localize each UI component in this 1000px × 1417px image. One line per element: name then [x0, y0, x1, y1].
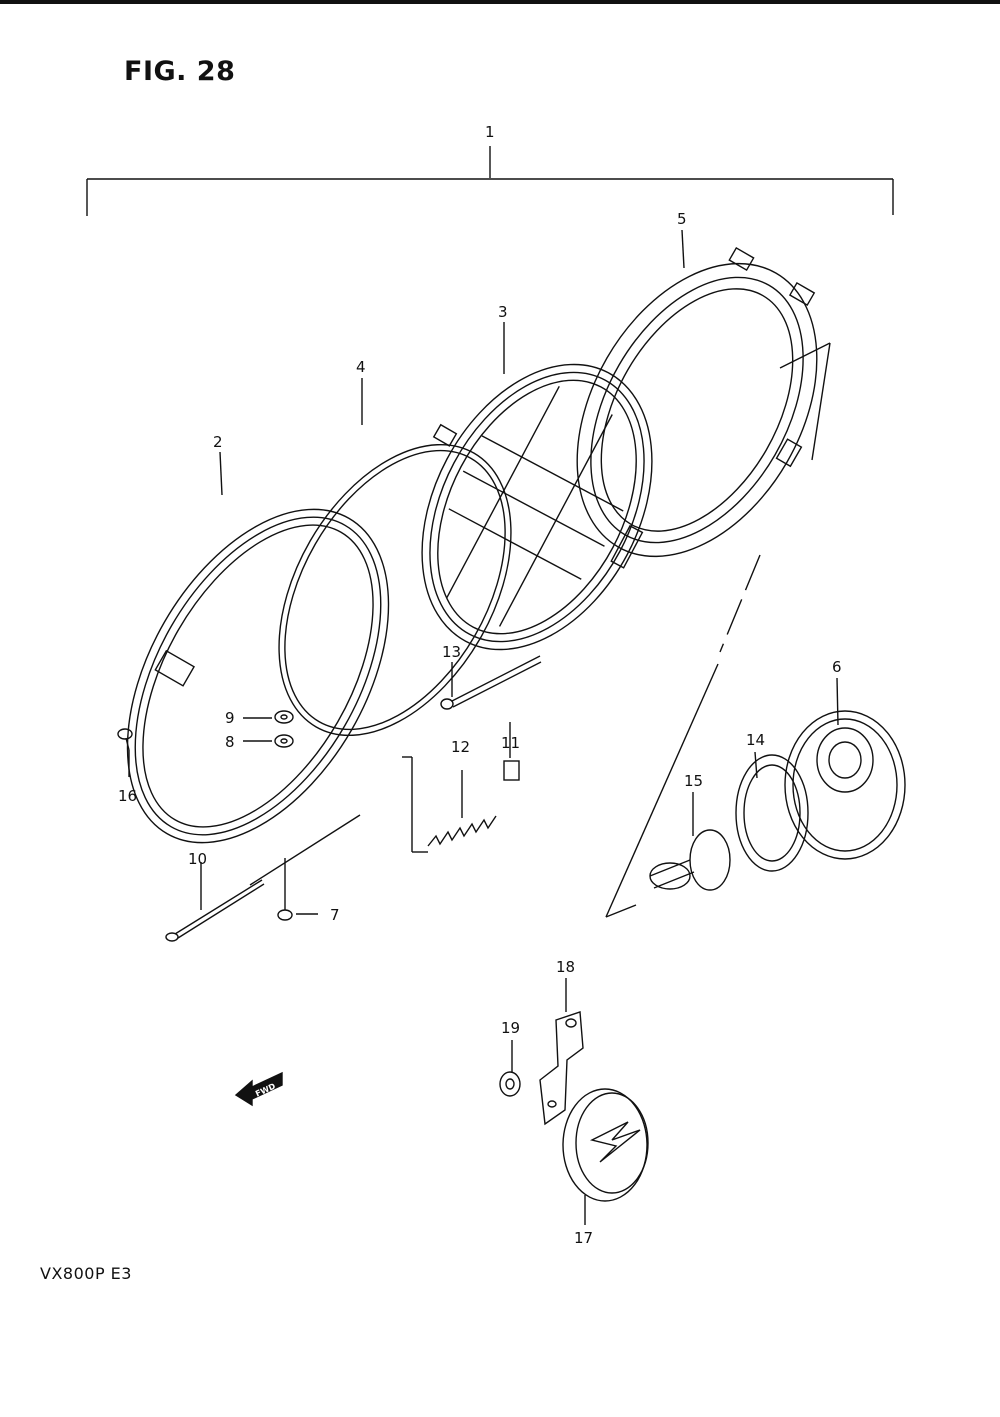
assembly-bracket: [86, 146, 894, 216]
callout-2: 2: [213, 433, 223, 451]
headlight-mounting-ring: [278, 423, 512, 737]
nut-19: [499, 1040, 521, 1097]
leader-5: [681, 229, 685, 269]
callout-10: 10: [188, 850, 207, 868]
headlight-bulb-15: [649, 792, 731, 891]
headlight-rim: [126, 508, 390, 844]
screw-16: [117, 728, 133, 777]
callout-8: 8: [225, 733, 235, 751]
bulb-retainer-14: [735, 751, 809, 872]
headlight-case: [576, 246, 818, 558]
callout-19: 19: [501, 1019, 520, 1037]
long-screw-10: [165, 814, 361, 942]
screw-7: [277, 858, 318, 921]
callout-labels: 1 2 3 4 5 6 7 8 9 10 11 12 13 14 15 16 1…: [118, 123, 842, 1247]
nut-9: [243, 710, 294, 724]
callout-3: 3: [498, 303, 508, 321]
explode-guide-lines: [605, 342, 831, 918]
nut-clip-11: [503, 722, 520, 781]
model-code: VX800P E3: [40, 1264, 132, 1283]
top-border: [0, 0, 1000, 4]
callout-11: 11: [501, 734, 520, 752]
bracket-18: [539, 978, 584, 1126]
callout-12: 12: [451, 738, 470, 756]
callout-16: 16: [118, 787, 137, 805]
callout-14: 14: [746, 731, 765, 749]
reflector-17: [562, 1088, 649, 1225]
callout-18: 18: [556, 958, 575, 976]
forward-arrow-icon: FWD: [234, 1071, 283, 1107]
leader-2: [219, 451, 223, 496]
callout-9: 9: [225, 709, 235, 727]
callout-4: 4: [356, 358, 366, 376]
nut-8: [243, 734, 294, 748]
adjusting-spring-12: [402, 756, 497, 853]
figure-title: FIG. 28: [124, 56, 236, 87]
callout-15: 15: [684, 772, 703, 790]
callout-1: 1: [485, 123, 495, 141]
socket-cover-6: [784, 677, 906, 860]
callout-13: 13: [442, 643, 461, 661]
callout-17: 17: [574, 1229, 593, 1247]
callout-7: 7: [330, 906, 340, 924]
callout-6: 6: [832, 658, 842, 676]
adjusting-screw-13: [440, 655, 542, 710]
headlight-lens-unit: [421, 363, 653, 651]
callout-5: 5: [677, 210, 687, 228]
